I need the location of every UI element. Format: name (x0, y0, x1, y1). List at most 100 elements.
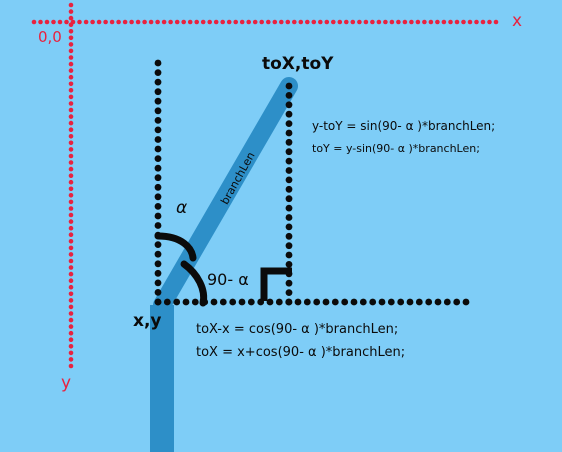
vertical-guide-start (154, 59, 162, 306)
guide-dot (154, 260, 162, 268)
guide-dot (154, 78, 162, 86)
guide-dot (266, 298, 274, 306)
guide-dot (337, 19, 343, 25)
guide-dot (68, 344, 74, 349)
guide-dot (187, 19, 193, 25)
guide-dot (303, 298, 311, 306)
guide-dot (357, 19, 362, 25)
guide-dot (68, 107, 74, 113)
guide-dot (369, 298, 377, 306)
guide-dot (163, 298, 171, 306)
formula-x-diff: toX-x = cos(90- α )*branchLen; (196, 322, 399, 337)
y-axis-label: y (61, 373, 72, 393)
guide-dot (68, 22, 74, 28)
guide-dot (252, 19, 258, 25)
guide-dot (68, 9, 74, 14)
guide-dot (154, 279, 162, 287)
guide-dot (68, 245, 74, 251)
guide-dot (247, 298, 255, 306)
guide-dot (448, 19, 453, 25)
guide-dot (68, 48, 74, 54)
guide-dot (285, 167, 293, 174)
guide-dot (135, 19, 141, 25)
guide-dot (68, 225, 74, 231)
guide-dot (396, 19, 401, 25)
guide-dot (441, 19, 447, 25)
guide-dot (109, 19, 115, 25)
guide-dot (285, 157, 293, 165)
guide-dot (387, 298, 395, 306)
guide-dot (68, 179, 74, 185)
guide-dot (383, 19, 388, 25)
guide-dot (376, 19, 382, 25)
guide-dot (285, 204, 293, 212)
guide-dot (68, 160, 74, 165)
guide-dot (68, 173, 74, 178)
formula-y-solve: toY = y-sin(90- α )*branchLen; (312, 142, 480, 155)
guide-dot (363, 19, 369, 25)
guide-dot (370, 19, 375, 25)
guide-dot (68, 330, 74, 336)
guide-dot (219, 298, 227, 306)
guide-dot (154, 212, 162, 220)
formula-y-diff: y-toY = sin(90- α )*branchLen; (312, 119, 496, 133)
guide-dot (210, 298, 218, 306)
guide-dot (350, 19, 356, 25)
guide-dot (68, 166, 74, 172)
guide-dot (285, 289, 293, 296)
guide-dot (322, 298, 330, 306)
guide-dot (155, 19, 160, 25)
guide-dot (272, 19, 278, 25)
alpha-arc (154, 232, 197, 262)
guide-dot (68, 140, 74, 146)
guide-dot (285, 214, 293, 221)
guide-dot (154, 59, 162, 67)
guide-dot (154, 88, 162, 96)
guide-dot (285, 242, 293, 250)
guide-dot (229, 298, 237, 306)
guide-dot (68, 35, 74, 41)
guide-dot (493, 19, 499, 25)
guide-dot (435, 19, 440, 25)
guide-dot (68, 193, 74, 198)
guide-dot (453, 298, 461, 306)
guide-dot (285, 223, 293, 231)
guide-dot (285, 279, 293, 287)
guide-dot (90, 19, 95, 25)
guide-dot (68, 186, 74, 192)
guide-dot (154, 174, 162, 182)
guide-dot (103, 19, 108, 25)
guide-dot (68, 232, 74, 237)
guide-dot (68, 363, 74, 369)
guide-dot (154, 183, 162, 191)
guide-dot (292, 19, 297, 25)
guide-dot (154, 107, 162, 115)
guide-dot (68, 258, 74, 264)
guide-dot (44, 19, 50, 25)
guide-dot (68, 239, 74, 244)
guide-dot (415, 19, 421, 25)
guide-dot (311, 19, 317, 25)
guide-dot (406, 298, 414, 306)
guide-dot (68, 199, 74, 205)
guide-dot (318, 19, 323, 25)
guide-dot (462, 298, 470, 306)
guide-dot (68, 284, 74, 290)
guide-dot (275, 298, 283, 306)
guide-dot (68, 271, 74, 277)
guide-dot (68, 278, 74, 284)
guide-dot (266, 19, 271, 25)
guide-dot (344, 19, 349, 25)
guide-dot (239, 19, 245, 25)
guide-dot (68, 265, 74, 270)
guide-dot (68, 114, 74, 119)
guide-dot (68, 81, 74, 87)
guide-dot (246, 19, 251, 25)
guide-dot (305, 19, 310, 25)
guide-dot (226, 19, 232, 25)
y-axis-line (68, 2, 74, 369)
guide-dot (174, 19, 180, 25)
guide-dot (181, 19, 186, 25)
